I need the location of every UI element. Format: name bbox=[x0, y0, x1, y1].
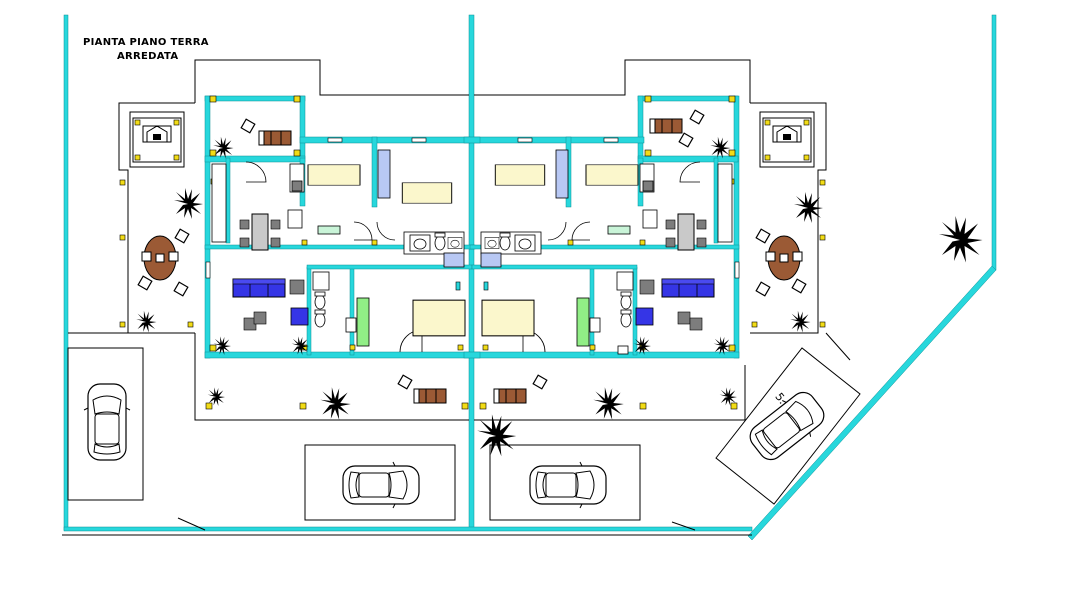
bed-left-master bbox=[412, 299, 466, 337]
sofa-right bbox=[661, 278, 715, 298]
lounger-front-left bbox=[413, 388, 447, 404]
plan-title-line1: PIANTA PIANO TERRA bbox=[83, 37, 209, 48]
site-boundary bbox=[62, 14, 997, 541]
car-left bbox=[83, 383, 131, 461]
wardrobes bbox=[317, 149, 631, 235]
lounger-top-right bbox=[649, 118, 683, 134]
bed-right-2 bbox=[494, 164, 546, 186]
bed-right-master bbox=[481, 299, 535, 337]
car-center-right bbox=[529, 461, 607, 509]
bed-left-2 bbox=[401, 182, 453, 204]
bed-left-1 bbox=[307, 164, 361, 186]
terrace-table-right bbox=[765, 235, 803, 281]
terrace-table-left bbox=[141, 235, 179, 281]
bath-left bbox=[312, 231, 465, 347]
living-furniture bbox=[243, 279, 703, 331]
barbecue-right bbox=[762, 117, 812, 163]
bath-right bbox=[480, 231, 634, 355]
dining-set-right bbox=[665, 213, 707, 251]
window-marks bbox=[205, 137, 740, 291]
lounger-top-left bbox=[258, 130, 292, 146]
car-center-left bbox=[342, 461, 420, 509]
bed-right-1 bbox=[585, 164, 639, 186]
dining-set-left bbox=[239, 213, 281, 251]
parking-bays bbox=[67, 347, 861, 521]
building-walls bbox=[204, 95, 740, 359]
kitchen-counters bbox=[211, 163, 733, 243]
plan-title-line2: ARREDATA bbox=[117, 51, 178, 62]
barbecue-left bbox=[132, 117, 182, 163]
sofa-left bbox=[232, 278, 286, 298]
lounger-front-right bbox=[493, 388, 527, 404]
terrace-outline bbox=[68, 59, 851, 421]
